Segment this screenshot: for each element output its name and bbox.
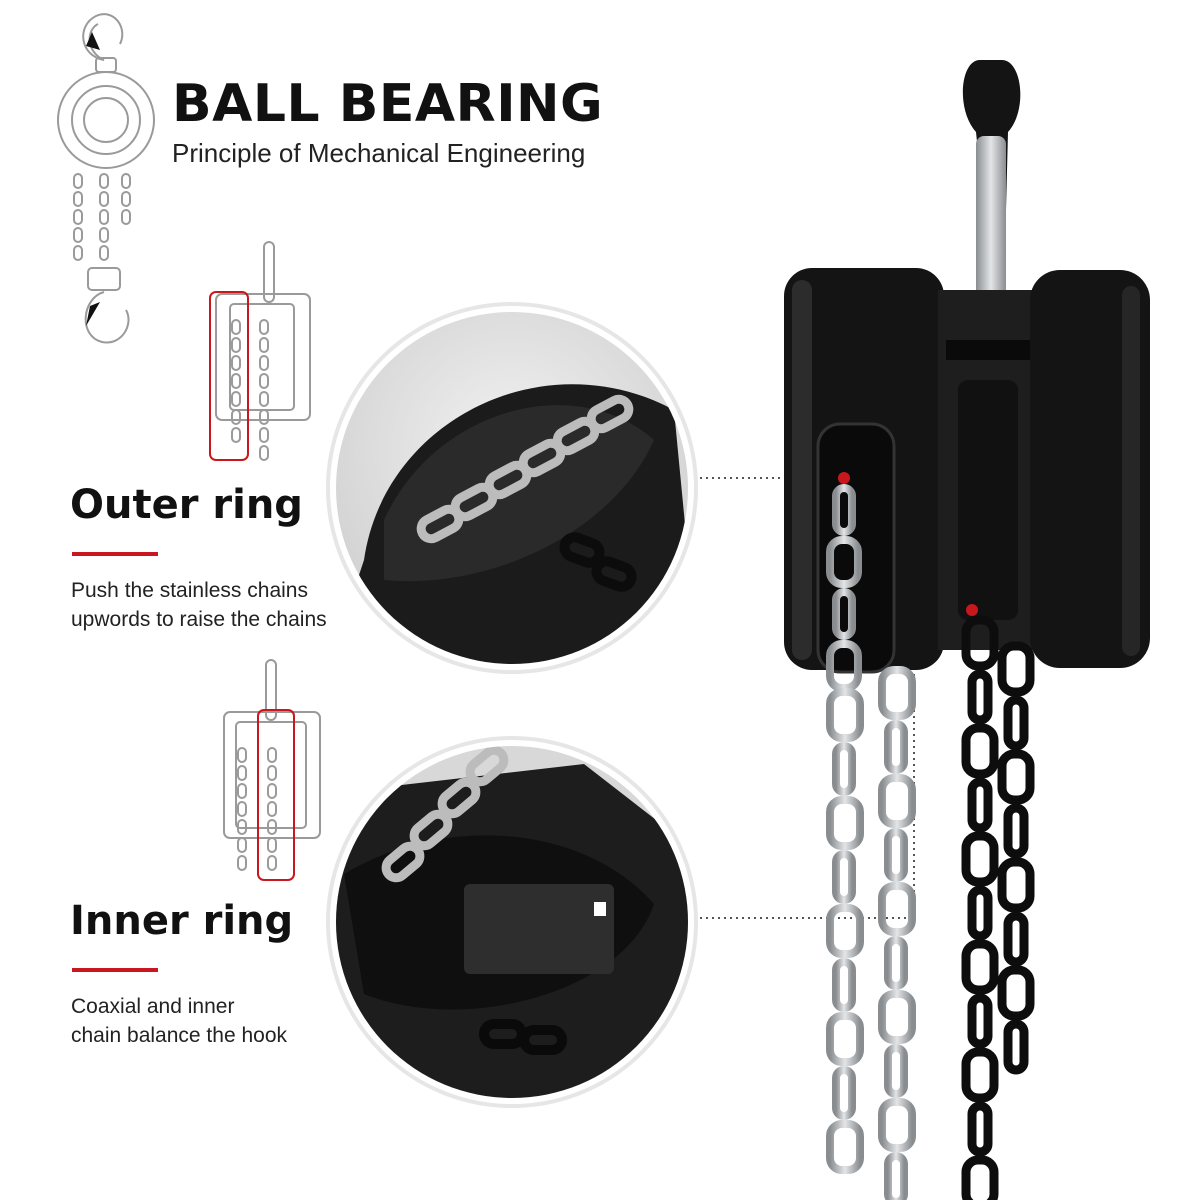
inner-ring-description-line: chain balance the hook (71, 1024, 287, 1047)
inner-ring-divider (72, 968, 158, 972)
inner-ring-diagram-icon (223, 659, 321, 881)
outer-ring-diagram-icon (209, 241, 311, 461)
outer-ring-divider (72, 552, 158, 556)
page-subtitle: Principle of Mechanical Engineering (172, 138, 586, 168)
hoist-outline-icon (57, 13, 155, 344)
callout-leader-lines (700, 477, 970, 919)
outer-ring-description: Push the stainless chains upwords to rai… (71, 576, 391, 634)
page-title: BALL BEARING (172, 74, 604, 134)
outer-ring-description-line: Push the stainless chains (71, 579, 308, 602)
outer-ring-description-line: upwords to raise the chains (71, 608, 327, 631)
inner-ring-description-line: Coaxial and inner (71, 995, 235, 1018)
outer-ring-title: Outer ring (70, 482, 303, 528)
inner-ring-title: Inner ring (70, 898, 294, 944)
inner-ring-closeup-photo (326, 736, 698, 1108)
inner-ring-description: Coaxial and inner chain balance the hook (71, 992, 391, 1050)
outer-ring-closeup-photo (326, 302, 698, 674)
chain-hoist-photo (784, 60, 1150, 1200)
